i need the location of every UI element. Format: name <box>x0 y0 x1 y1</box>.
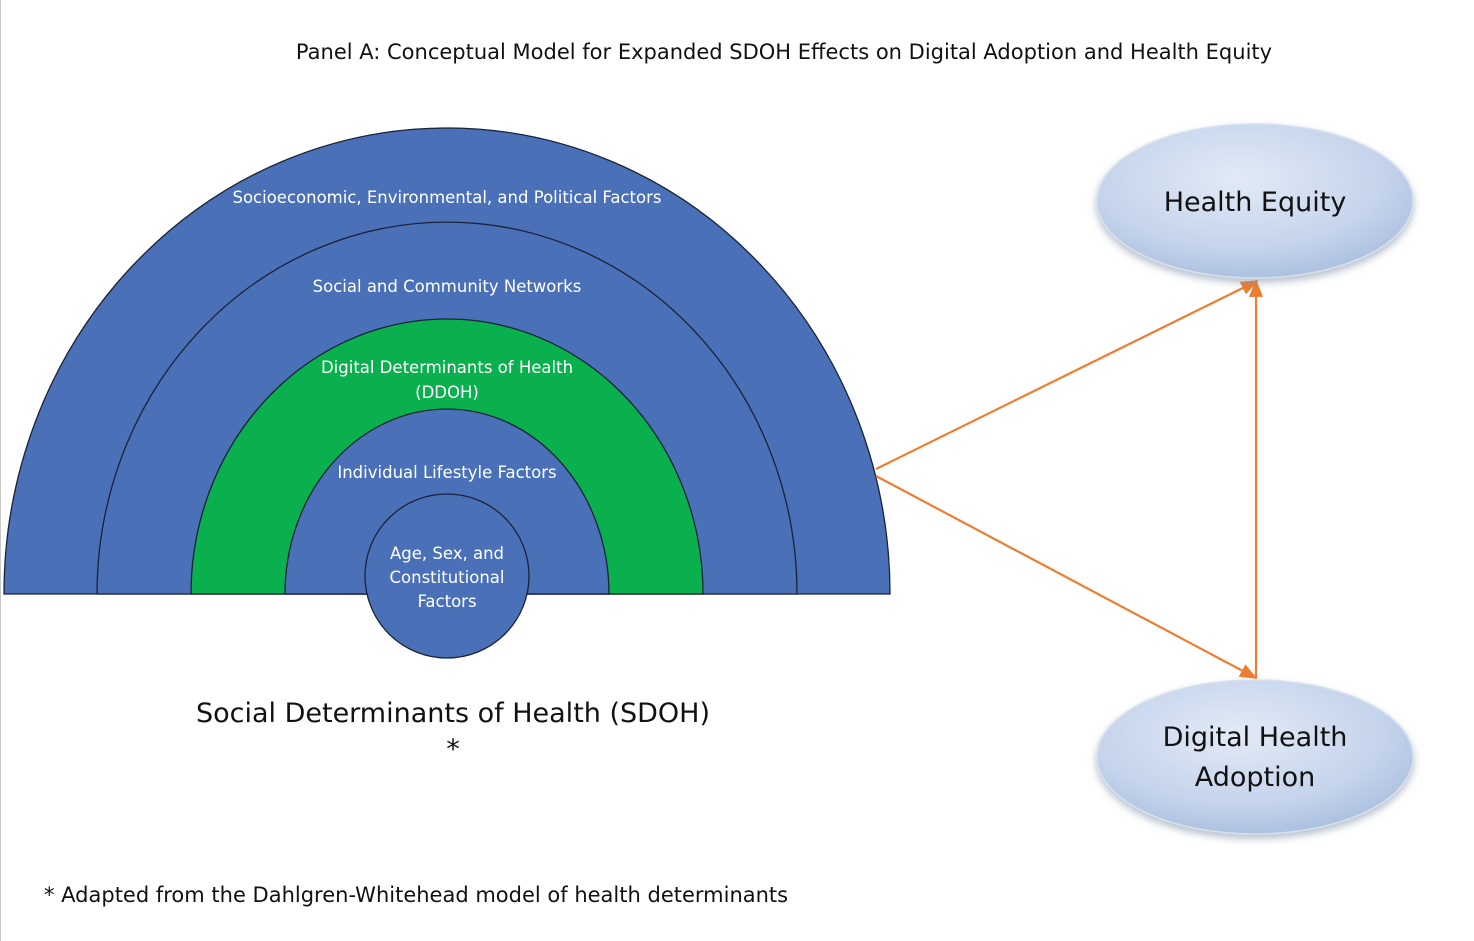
panel-title: Panel A: Conceptual Model for Expanded S… <box>296 40 1272 64</box>
ring-label-core-line3: Factors <box>417 592 476 611</box>
page-left-border <box>0 0 1 941</box>
ring-label-lifestyle: Individual Lifestyle Factors <box>337 463 556 482</box>
footnote: * Adapted from the Dahlgren-Whitehead mo… <box>44 883 788 907</box>
ring-label-core-line1: Age, Sex, and <box>390 544 504 563</box>
health-equity-label: Health Equity <box>1164 187 1347 218</box>
digital-adoption-label-line1: Digital Health <box>1163 722 1348 753</box>
health-equity-ellipse <box>1096 123 1414 279</box>
ring-label-social: Social and Community Networks <box>313 277 582 296</box>
ring-label-core-line2: Constitutional <box>390 568 505 587</box>
digital-adoption-label-line2: Adoption <box>1195 762 1316 793</box>
ring-label-socioeconomic: Socioeconomic, Environmental, and Politi… <box>232 188 661 207</box>
arrow-sdoh-to-digital-adoption <box>875 475 1258 679</box>
ring-label-ddoh-line2: (DDOH) <box>415 383 479 402</box>
digital-adoption-node: Digital Health Adoption <box>1096 679 1414 835</box>
ring-label-ddoh-line1: Digital Determinants of Health <box>321 358 573 377</box>
digital-adoption-ellipse <box>1096 679 1414 835</box>
health-equity-node: Health Equity <box>1096 123 1414 279</box>
sdoh-rings <box>3 127 891 659</box>
sdoh-caption: Social Determinants of Health (SDOH) <box>196 698 710 729</box>
relationship-arrows <box>875 279 1264 679</box>
ring-core-constitutional <box>364 493 530 659</box>
sdoh-caption-asterisk: * <box>446 734 460 765</box>
arrow-sdoh-to-health-equity <box>875 280 1259 470</box>
